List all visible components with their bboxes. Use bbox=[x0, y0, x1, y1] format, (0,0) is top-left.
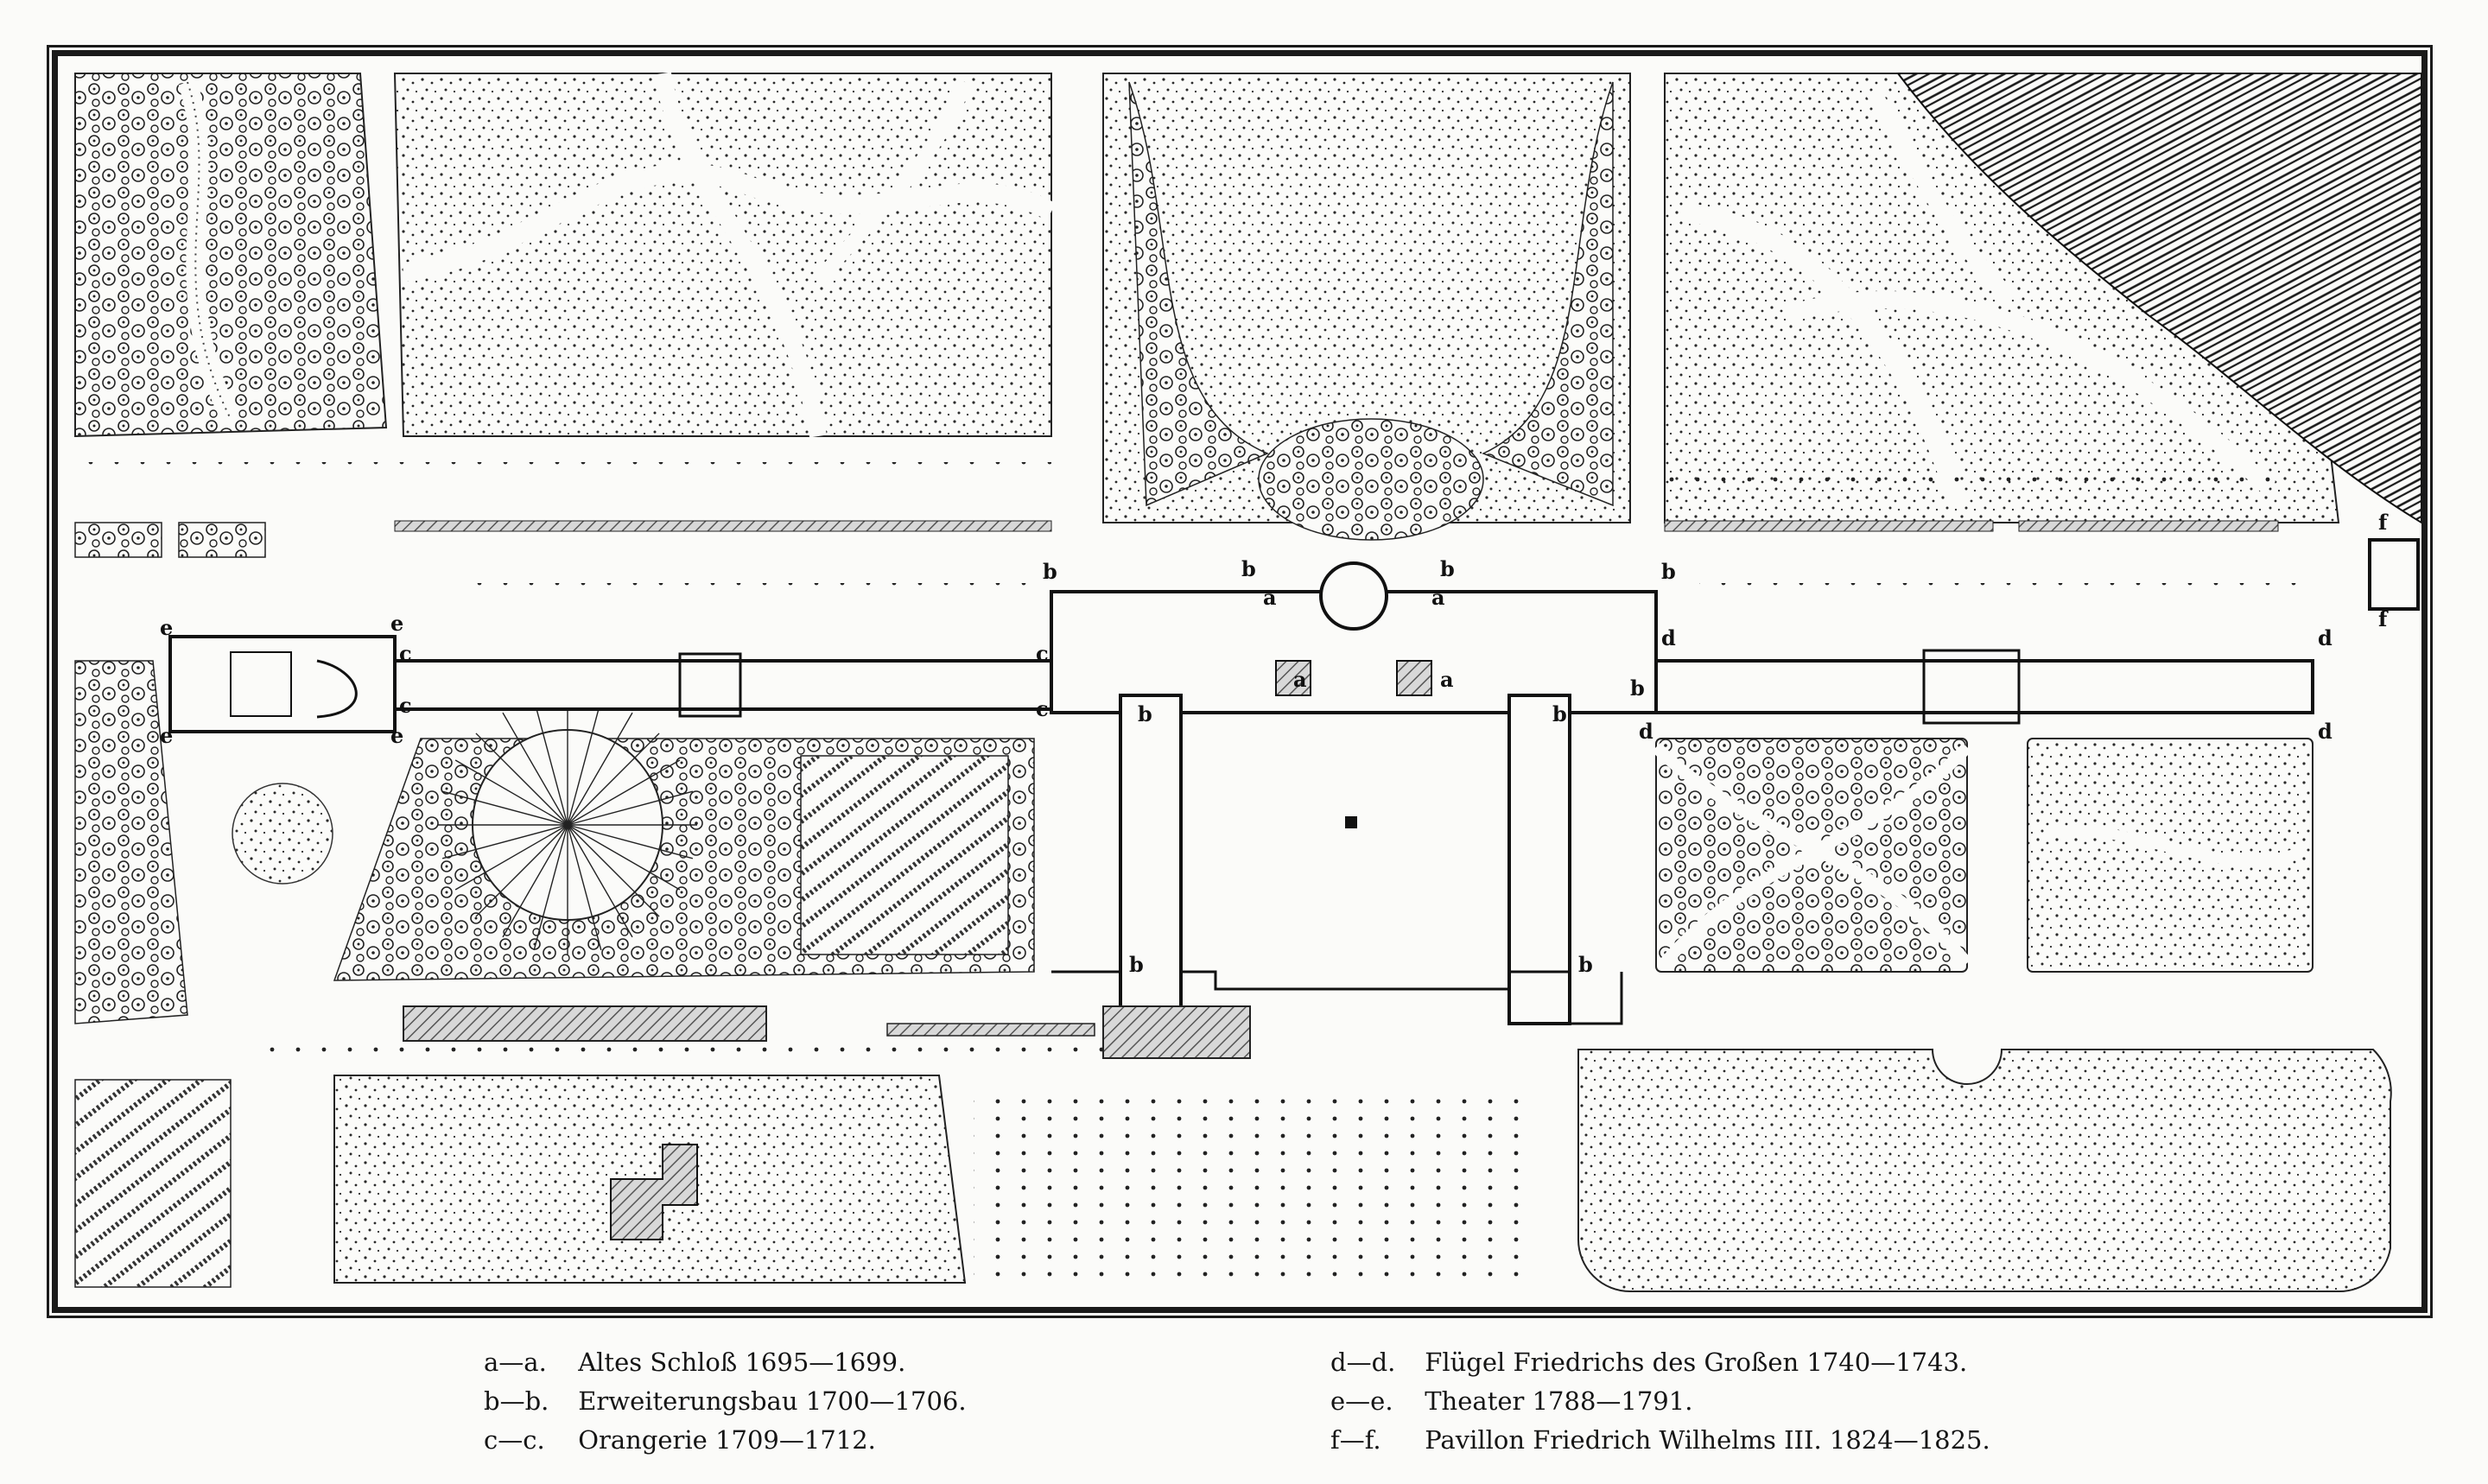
radial-path bbox=[567, 699, 602, 826]
point-label-e-right-top: e bbox=[390, 611, 403, 636]
point-label-b-east: b bbox=[1630, 675, 1645, 701]
legend-key: c—c. bbox=[484, 1425, 545, 1455]
radial-path bbox=[533, 824, 568, 951]
point-label-f-top: f bbox=[2378, 510, 2389, 535]
south-east-field bbox=[1577, 1049, 2392, 1293]
point-label-b-bottom-right: b bbox=[1578, 952, 1593, 977]
radial-path bbox=[567, 824, 633, 938]
radial-path bbox=[502, 824, 568, 938]
radial-path bbox=[502, 712, 568, 826]
legend-text: Erweiterungsbau 1700—1706. bbox=[578, 1386, 967, 1416]
radial-path bbox=[475, 824, 568, 917]
point-label-b-top-left-corner: b bbox=[1043, 559, 1057, 584]
radial-path bbox=[567, 732, 660, 826]
point-label-e-left-top: e bbox=[160, 615, 173, 640]
orangery-parterre bbox=[333, 695, 1035, 981]
point-label-a-right: a bbox=[1440, 667, 1454, 692]
west-park bbox=[74, 660, 333, 1288]
radial-path bbox=[441, 824, 568, 859]
legend-key: a—a. bbox=[484, 1348, 547, 1377]
point-label-c-right-bottom: c bbox=[1036, 696, 1049, 721]
radial-path bbox=[567, 759, 681, 826]
legend-entry-d: d—d. Flügel Friedrichs des Großen 1740—1… bbox=[1330, 1343, 1990, 1382]
point-label-a-top-left: a bbox=[1263, 585, 1277, 610]
point-label-d-left-top: d bbox=[1661, 625, 1676, 650]
legend-left-column: a—a. Altes Schloß 1695—1699. b—b. Erweit… bbox=[484, 1343, 967, 1460]
legend-text: Flügel Friedrichs des Großen 1740—1743. bbox=[1425, 1348, 1968, 1377]
radial-path bbox=[567, 824, 681, 891]
point-label-a-left: a bbox=[1293, 667, 1307, 692]
point-label-c-left-bottom: c bbox=[399, 693, 412, 718]
point-label-b-top-inner-left: b bbox=[1241, 556, 1256, 581]
radial-path bbox=[533, 699, 568, 826]
legend-entry-b: b—b. Erweiterungsbau 1700—1706. bbox=[484, 1382, 967, 1421]
radial-path bbox=[567, 712, 633, 826]
legend-right-column: d—d. Flügel Friedrichs des Großen 1740—1… bbox=[1330, 1343, 1990, 1460]
legend-text: Theater 1788—1791. bbox=[1425, 1386, 1693, 1416]
radial-path bbox=[475, 732, 568, 826]
north-park-central bbox=[1102, 73, 1631, 541]
legend-entry-c: c—c. Orangerie 1709—1712. bbox=[484, 1421, 967, 1460]
point-label-c-right-top: c bbox=[1036, 641, 1049, 666]
legend-entry-e: e—e. Theater 1788—1791. bbox=[1330, 1382, 1990, 1421]
legend-text: Altes Schloß 1695—1699. bbox=[578, 1348, 906, 1377]
legend-key: e—e. bbox=[1330, 1386, 1393, 1416]
north-hedges bbox=[74, 462, 2304, 595]
radial-path bbox=[567, 824, 660, 917]
legend-key: d—d. bbox=[1330, 1348, 1396, 1377]
radial-path bbox=[454, 824, 568, 891]
north-park-west bbox=[74, 73, 388, 438]
legend-key: b—b. bbox=[484, 1386, 549, 1416]
point-label-d-left-bottom: d bbox=[1639, 719, 1653, 744]
legend-entry-a: a—a. Altes Schloß 1695—1699. bbox=[484, 1343, 967, 1382]
radial-path bbox=[567, 790, 694, 826]
point-label-b-bottom-left: b bbox=[1129, 952, 1144, 977]
radial-path bbox=[567, 824, 694, 859]
point-label-c-left-top: c bbox=[399, 641, 412, 666]
point-label-b-top-inner-right: b bbox=[1440, 556, 1455, 581]
river bbox=[1895, 73, 2421, 524]
legend-text: Orangerie 1709—1712. bbox=[578, 1425, 876, 1455]
point-label-e-right-bottom: e bbox=[390, 723, 403, 748]
south-gardens bbox=[265, 1005, 1535, 1284]
radial-path bbox=[567, 824, 602, 951]
legend-key: f—f. bbox=[1330, 1425, 1381, 1455]
point-label-b-wing-right: b bbox=[1552, 701, 1567, 726]
legend: a—a. Altes Schloß 1695—1699. b—b. Erweit… bbox=[0, 1343, 2488, 1473]
point-label-d-right-bottom: d bbox=[2318, 719, 2332, 744]
radial-path bbox=[441, 790, 568, 826]
point-label-d-right-top: d bbox=[2318, 625, 2332, 650]
legend-text: Pavillon Friedrich Wilhelms III. 1824—18… bbox=[1425, 1425, 1990, 1455]
point-label-f-bottom: f bbox=[2378, 606, 2389, 631]
palace-building bbox=[168, 538, 2420, 1025]
point-label-a-top-right: a bbox=[1431, 585, 1445, 610]
east-parterres bbox=[1652, 738, 2313, 973]
legend-entry-f: f—f. Pavillon Friedrich Wilhelms III. 18… bbox=[1330, 1421, 1990, 1460]
point-label-b-top-right-corner: b bbox=[1661, 559, 1676, 584]
point-label-b-wing-left: b bbox=[1138, 701, 1152, 726]
north-park-central-west bbox=[393, 72, 1057, 438]
point-label-e-left-bottom: e bbox=[160, 723, 173, 748]
radial-path bbox=[454, 759, 568, 826]
